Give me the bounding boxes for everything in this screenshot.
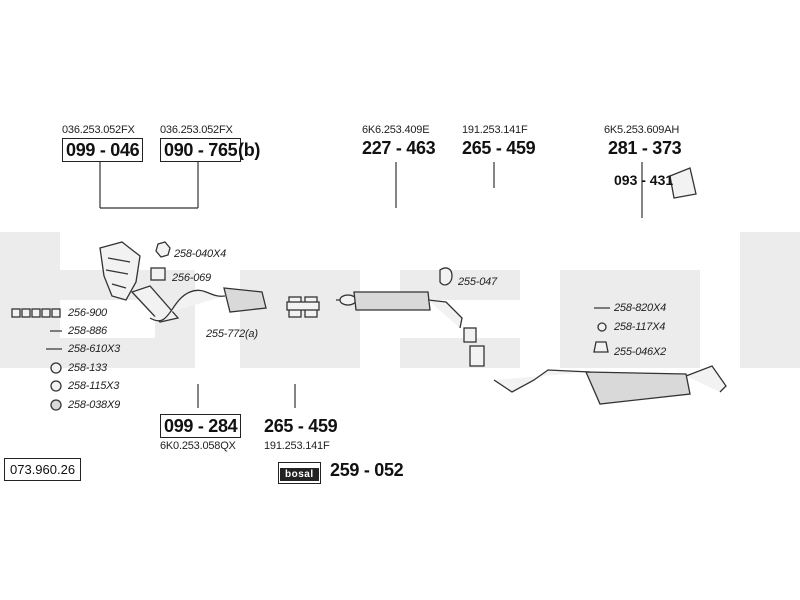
left-accessory-icons <box>11 308 62 411</box>
callout-ring-rear: 258-117X4 <box>614 321 666 333</box>
gasket-icon <box>150 267 166 281</box>
rear-hanger-icon <box>593 341 609 353</box>
rear-silencer-part <box>493 365 727 405</box>
logo-part-number: 259 - 052 <box>330 460 404 480</box>
part-number-2: 090 - 765 <box>160 138 242 162</box>
rear-bracket-icon <box>669 167 697 199</box>
part-number-5: 281 - 373 <box>608 138 682 158</box>
bracket-part-number: 093 - 431 <box>614 172 674 188</box>
callout-clamp-front: 255-772(a) <box>206 328 258 340</box>
ring-icon <box>597 322 607 332</box>
part-number-2-suffix: (b) <box>238 140 261 160</box>
oem-code-2: 036.253.052FX <box>160 124 233 136</box>
callout-hanger-rear: 255-046X2 <box>614 346 667 358</box>
part-number-3: 227 - 463 <box>362 138 436 158</box>
accessory-label-2: 258-886 <box>68 325 107 337</box>
front-pipe-part <box>149 287 267 322</box>
nut-icon <box>155 241 171 258</box>
watermark-bosal <box>0 232 800 368</box>
accessory-label-1: 256-900 <box>68 307 107 319</box>
front-clamp-part <box>286 296 320 318</box>
accessory-label-3: 258-610X3 <box>68 343 121 355</box>
bosal-logo: bosal <box>278 462 321 484</box>
accessory-label-4: 258-133 <box>68 362 107 374</box>
callout-nut: 258-040X4 <box>174 248 227 260</box>
part-number-1: 099 - 046 <box>62 138 144 162</box>
callout-hanger-mid: 255-047 <box>458 276 497 288</box>
bosal-logo-text: bosal <box>280 468 319 481</box>
oem-code-bottom-2: 191.253.141F <box>264 440 330 452</box>
center-connector-part <box>463 327 485 367</box>
middle-silencer-part <box>336 291 463 329</box>
oem-code-1: 036.253.052FX <box>62 124 135 136</box>
callout-gasket: 256-069 <box>172 272 211 284</box>
diagram-reference: 073.960.26 <box>4 458 82 481</box>
accessory-label-6: 258-038X9 <box>68 399 121 411</box>
oem-code-5: 6K5.253.609AH <box>604 124 680 136</box>
oem-code-bottom-1: 6K0.253.058QX <box>160 440 236 452</box>
part-number-bottom-1: 099 - 284 <box>160 414 242 438</box>
manifold-part <box>99 241 180 323</box>
oem-code-4: 191.253.141F <box>462 124 528 136</box>
part-number-4: 265 - 459 <box>462 138 536 158</box>
oem-code-3: 6K6.253.409E <box>362 124 430 136</box>
hanger-icon <box>439 267 453 286</box>
callout-bolts-rear: 258-820X4 <box>614 302 667 314</box>
accessory-label-5: 258-115X3 <box>68 380 120 392</box>
part-number-bottom-2: 265 - 459 <box>264 416 338 436</box>
